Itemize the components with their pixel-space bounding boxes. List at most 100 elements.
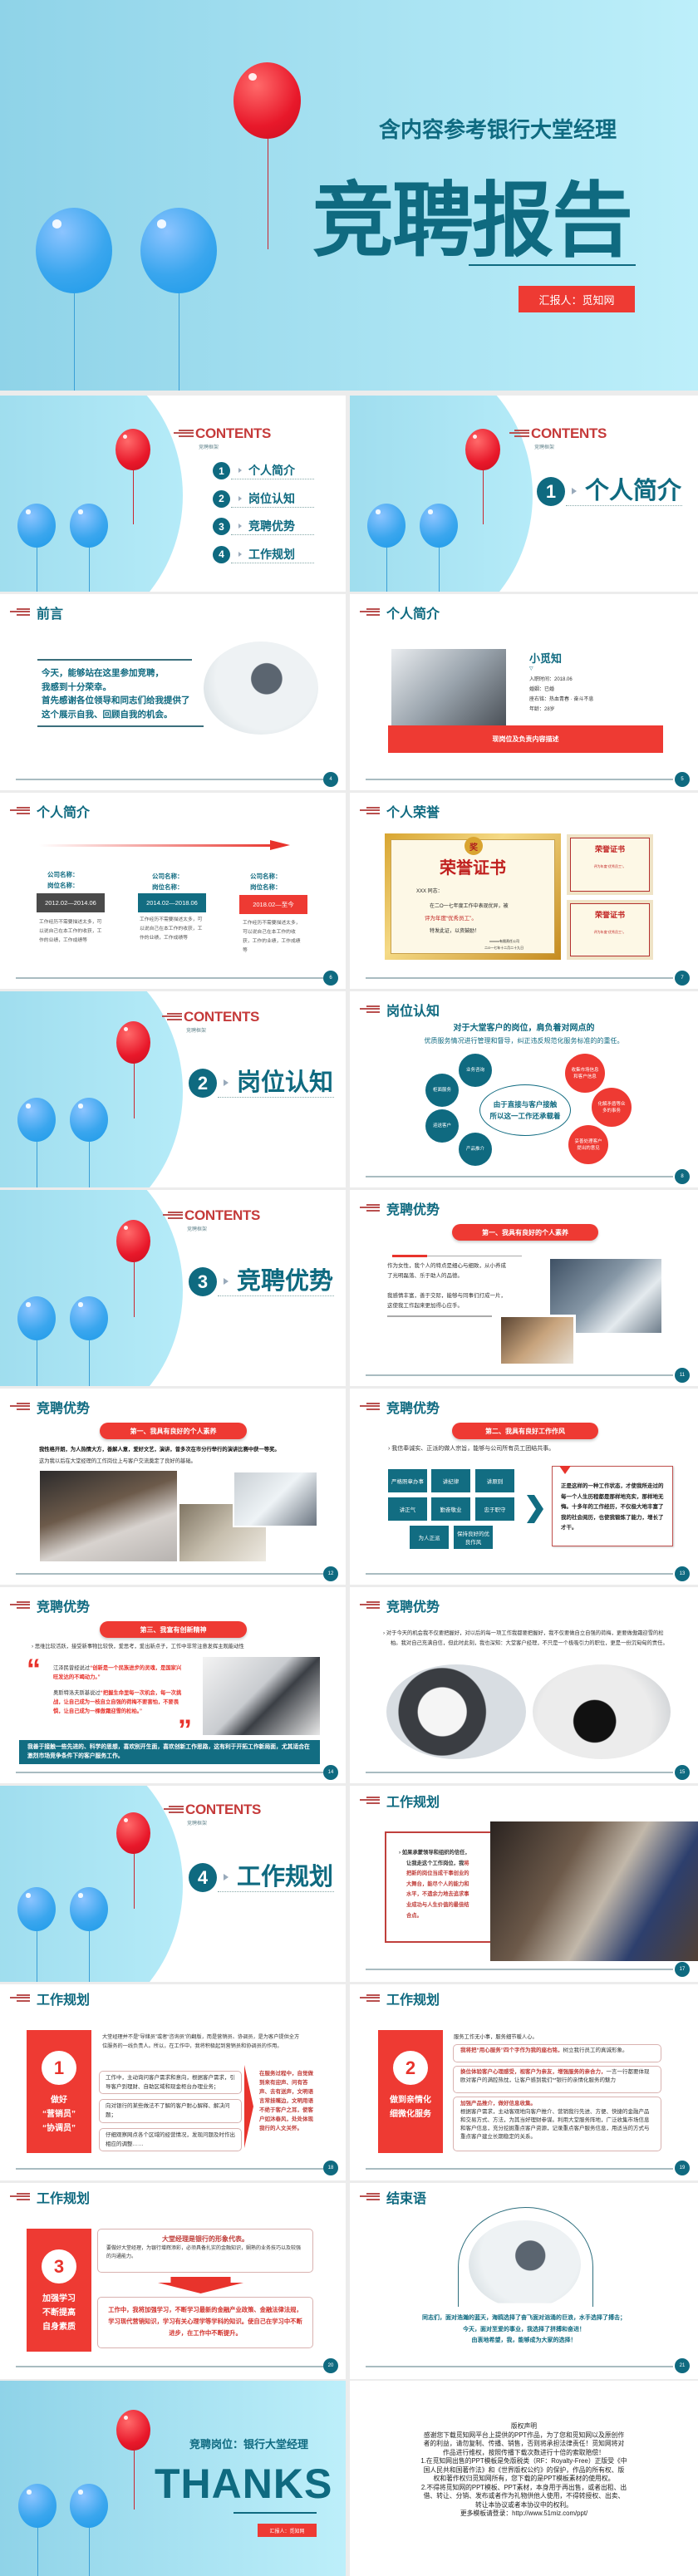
plan-item-box: 工作中，我将加强学习，不断学习最新的金融产业政策、金融法律法规，学习现代营销知识… bbox=[97, 2297, 313, 2348]
balloon-string bbox=[483, 470, 484, 524]
sky-shape bbox=[0, 396, 183, 592]
toc-number[interactable]: 1 bbox=[213, 462, 230, 479]
summary-text: 正是这样的一种工作状态，才使我所走过的每一个人生历程都是那样地充实，那样地无悔。… bbox=[561, 1483, 664, 1531]
toc-underline bbox=[231, 506, 314, 508]
toc-label[interactable]: 工作规划 bbox=[248, 547, 295, 561]
thanks-slide: 竞聘岗位：银行大堂经理 THANKS 汇报人：觅知网 bbox=[0, 2381, 346, 2576]
balloon-highlight bbox=[124, 1818, 128, 1822]
copyright-line: 转让本协议或者本协议中的权利。 bbox=[475, 2500, 573, 2509]
slide-header: 岗位认知 bbox=[360, 1001, 440, 1019]
section-pill: 第一、我具有良好的个人素养 bbox=[100, 1423, 247, 1439]
sky-shape bbox=[0, 1190, 183, 1386]
plan-intro: 服务工作无小事，服务细节暖人心。 bbox=[454, 2034, 538, 2040]
page-number: 19 bbox=[675, 2161, 690, 2175]
advantage-slide-13: 竞聘优势 第二、我具有良好工作作风 › 我信奉诚实、正派的做人宗旨，能够与公司所… bbox=[350, 1389, 698, 1585]
slide-header: 竞聘优势 bbox=[360, 1399, 440, 1416]
toc-label[interactable]: 岗位认知 bbox=[248, 491, 295, 505]
balloon-string bbox=[37, 2528, 38, 2576]
contents-subtitle: 竞聘框架 bbox=[199, 445, 219, 450]
balloon-highlight bbox=[26, 1893, 31, 1898]
quote-2: 奥斯特洛夫斯基说过“把握生命里每一次机会，每一次挑战，让自己成为一枝自立自强的荷… bbox=[53, 1690, 182, 1714]
title-lines-icon bbox=[360, 1005, 380, 1014]
contents-heading: CONTENTS bbox=[164, 1802, 261, 1818]
toc-number[interactable]: 3 bbox=[213, 518, 230, 535]
balloon-string bbox=[133, 470, 134, 524]
balloon-string bbox=[133, 2451, 135, 2510]
summary-banner: 我善于接触一些先进的、科学的思想，喜欢别开生面，喜欢创新工作思路，这有利于开拓工… bbox=[19, 1740, 320, 1764]
cover-reporter-badge: 汇报人：觅知网 bbox=[519, 286, 635, 312]
title-lines-icon bbox=[360, 1601, 380, 1610]
balloon-highlight bbox=[78, 1302, 83, 1307]
balloon-highlight bbox=[78, 1104, 83, 1109]
slide-header: 工作规划 bbox=[10, 2189, 90, 2206]
timeline-slide: 个人简介 公司名称： 岗位名称： 2012.02—2014.06 工作经历不需要… bbox=[0, 793, 346, 989]
footer-line bbox=[16, 2366, 323, 2367]
red-balloon-icon bbox=[116, 1220, 150, 1262]
balloon-highlight bbox=[428, 509, 433, 514]
role-subheading: 优质服务情况进行管理和督导，纠正违反规范化服务标准的的重任。 bbox=[424, 1037, 624, 1045]
balloon-string bbox=[89, 1340, 90, 1386]
balloon-highlight bbox=[376, 509, 381, 514]
title-lines-icon bbox=[10, 1994, 30, 2003]
page-number: 14 bbox=[323, 1765, 338, 1780]
blue-balloon-icon bbox=[70, 1296, 108, 1340]
position-label: 岗位名称： bbox=[152, 883, 184, 891]
copyright-line: 2.不得将觅知网的PPT模板、PPT素材，本身用于再出售，或者出租、出 bbox=[420, 2483, 627, 2491]
team-photo bbox=[490, 1821, 698, 1961]
red-balloon-icon bbox=[116, 1812, 150, 1854]
advantage-bold-text: 我性格开朗，为人热情大方，善解人意，爱好文艺，演讲，曾多次在市分行举行的演讲比赛… bbox=[39, 1447, 280, 1453]
plan-number: 3 bbox=[42, 2249, 76, 2283]
plan-item-box: 换位体验客户心理感受，视客户为亲友，增强服务的亲合力，一言一行都要体现欧对客户的… bbox=[453, 2066, 661, 2093]
copyright-line: 感谢您下载觅知网平台上提供的PPT作品，为了您和觅知网以及原创作 bbox=[423, 2431, 625, 2439]
footer-line bbox=[366, 1969, 673, 1970]
blue-balloon-icon bbox=[420, 504, 458, 548]
period-description: 工作经历不需要描述太多，可以说自己在本工作的收获，工作的业绩，工作成绩等 bbox=[140, 917, 203, 941]
style-box: 为人正派 bbox=[410, 1526, 449, 1549]
toc-underline bbox=[231, 534, 314, 535]
section-underline bbox=[218, 1891, 334, 1892]
preface-text: 今天，能够站在这里参加竞聘，我感到十分荣幸。首先感谢各位领导和同志们给我提供了这… bbox=[42, 668, 190, 720]
copyright-slide: 版权声明感谢您下载觅知网平台上提供的PPT作品，为了您和觅知网以及原创作者的利益… bbox=[350, 2381, 698, 2576]
balloon-string bbox=[89, 548, 90, 592]
slide-header: 个人简介 bbox=[360, 604, 440, 622]
balloon-highlight bbox=[78, 509, 83, 514]
laptop-photo bbox=[469, 2220, 581, 2303]
sky-shape bbox=[0, 1786, 183, 1982]
contents-subtitle: 竞聘框架 bbox=[187, 1821, 208, 1826]
toc-label[interactable]: 个人简介 bbox=[248, 464, 295, 477]
copyright-line: 者的利益，请勿复制、传播、销售，否则将承担法律责任！觅知网将对 bbox=[423, 2440, 625, 2447]
desk-photo bbox=[203, 1657, 320, 1735]
play-triangle-icon bbox=[238, 495, 242, 501]
style-box: 保持良好的优良作风 bbox=[454, 1526, 493, 1549]
chevron-icon: › bbox=[399, 1850, 402, 1856]
toc-number[interactable]: 2 bbox=[213, 489, 230, 508]
blue-balloon-icon bbox=[17, 1296, 56, 1340]
duty-circle: 收集市场信息和客户信息 bbox=[565, 1054, 605, 1093]
balloon-string bbox=[133, 1262, 135, 1317]
divider bbox=[37, 725, 204, 727]
title-lines-icon bbox=[360, 1994, 380, 2003]
thanks-divider bbox=[233, 2512, 317, 2514]
red-balloon-icon bbox=[465, 429, 500, 470]
advantage-text: 作为女性，我个人的特点是细心与细致，从小养成了光明磊落、乐于助人的品德。我感情丰… bbox=[387, 1263, 506, 1309]
balloon-highlight bbox=[123, 435, 128, 439]
red-balloon-icon bbox=[116, 429, 150, 470]
page-number: 12 bbox=[323, 1566, 338, 1581]
title-lines-icon bbox=[360, 807, 380, 815]
toc-number[interactable]: 4 bbox=[213, 545, 230, 563]
plan-number: 2 bbox=[393, 2051, 428, 2085]
advantage-text: 这为我以后在大堂经理的工作岗位上与客户交流奠定了良好的基础。 bbox=[39, 1458, 196, 1464]
page-number: 4 bbox=[323, 772, 338, 787]
small-certificate: 荣誉证书评为年度“优秀员工”。 bbox=[567, 834, 653, 895]
style-box: 讲正气 bbox=[388, 1497, 427, 1521]
footer-line bbox=[366, 977, 673, 979]
page-number: 15 bbox=[675, 1765, 690, 1780]
close-quote-icon: ” bbox=[178, 1718, 192, 1739]
closing-text: 同志们，面对浩瀚的蓝天，海鸥选择了奋飞面对汹涌的巨浪，水手选择了搏击；今天，面对… bbox=[422, 2315, 626, 2343]
honor-slide: 个人荣誉 奖 荣誉证书 XXX 同志： 在二O一七年度工作中表现优异，被 评为年… bbox=[350, 793, 698, 989]
toc-label[interactable]: 竞聘优势 bbox=[248, 519, 295, 533]
